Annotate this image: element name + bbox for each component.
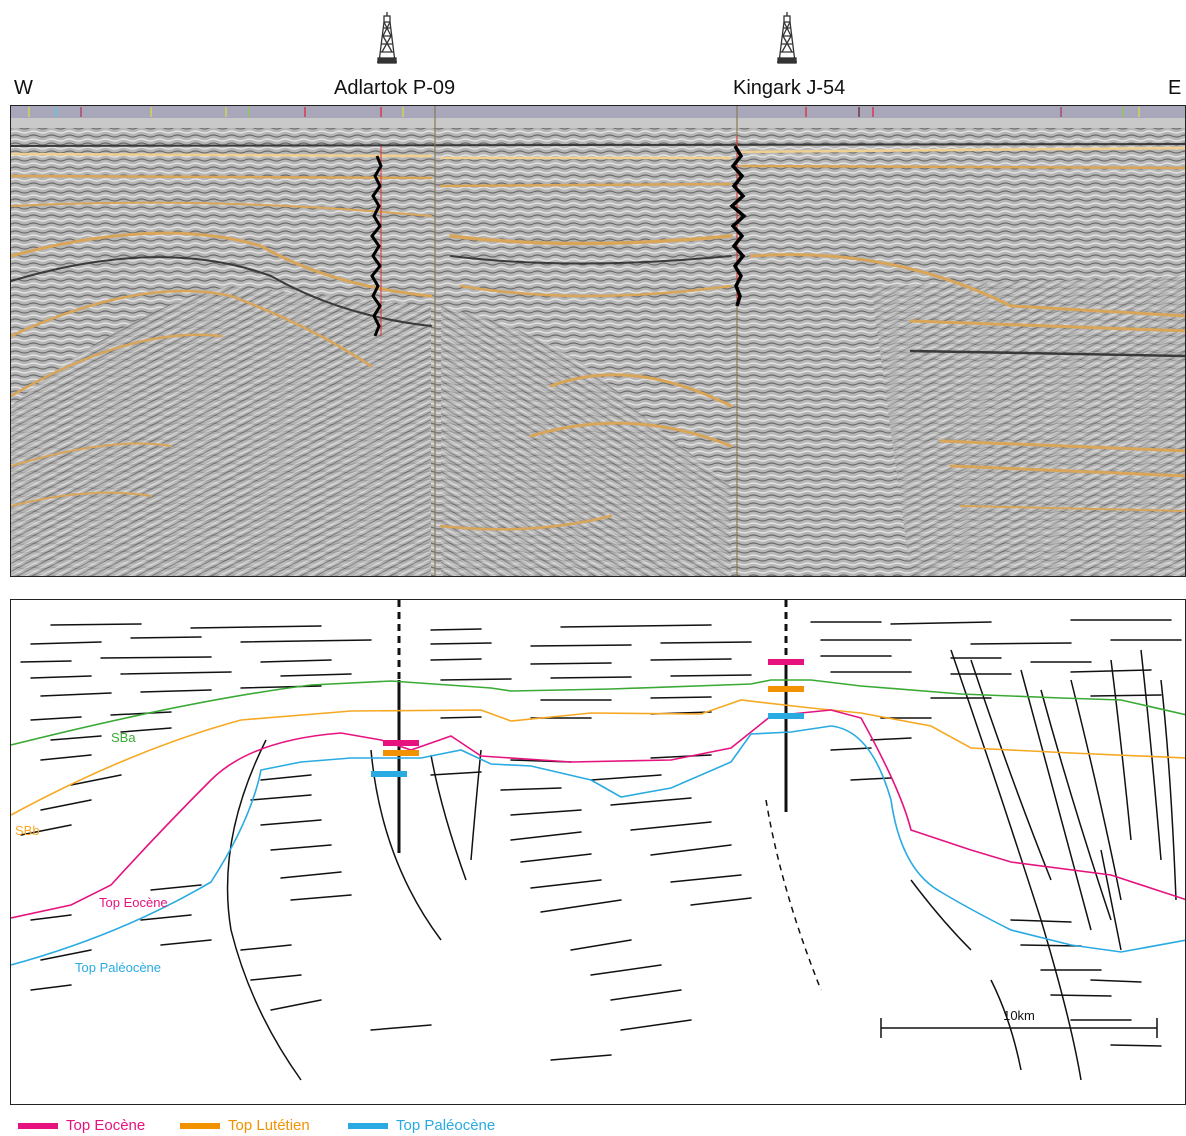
legend-label: Top Lutétien [228, 1117, 310, 1134]
legend-swatch [348, 1122, 388, 1129]
drilling-rig-icon [777, 12, 797, 64]
east-label: E [1168, 77, 1182, 99]
legend-label: Top Paléocène [396, 1117, 496, 1134]
well-tops-adlartok [371, 740, 419, 777]
label-sbb: SBb [15, 823, 40, 838]
seismic-section [10, 105, 1186, 577]
well-log-adlartok [370, 146, 383, 337]
west-label: W [14, 77, 33, 99]
legend-label: Top Eocène [66, 1117, 146, 1134]
horizon-sba [11, 679, 1185, 746]
legend-top-paleocene: Top Paléocène [348, 1117, 495, 1134]
well-name-kingark: Kingark J-54 [733, 77, 846, 99]
horizon-sbb [11, 699, 1185, 816]
well-tops-kingark [768, 659, 804, 719]
well-name-adlartok: Adlartok P-09 [334, 77, 456, 99]
label-top-eocene: Top Eocène [99, 895, 168, 910]
fault-lines [226, 649, 1177, 1081]
label-top-paleocene: Top Paléocène [75, 960, 161, 975]
legend-top-eocene: Top Eocène [18, 1117, 145, 1134]
well-log-kingark [729, 136, 747, 307]
reflector-lines [20, 619, 1182, 1061]
legend-top-lutetien: Top Lutétien [180, 1117, 310, 1134]
drilling-rig-icon [377, 12, 397, 64]
legend-swatch [180, 1122, 220, 1129]
legend-swatch [18, 1122, 58, 1129]
label-sba: SBa [111, 730, 136, 745]
horizon-top-paleocene [11, 725, 1185, 966]
interpretation-panel: SBa SBb Top Eocène Top Paléocène 10km [10, 599, 1186, 1105]
horizon-top-eocene [11, 709, 1185, 919]
scale-bar-label: 10km [1003, 1008, 1035, 1023]
scale-bar [880, 1018, 1158, 1038]
